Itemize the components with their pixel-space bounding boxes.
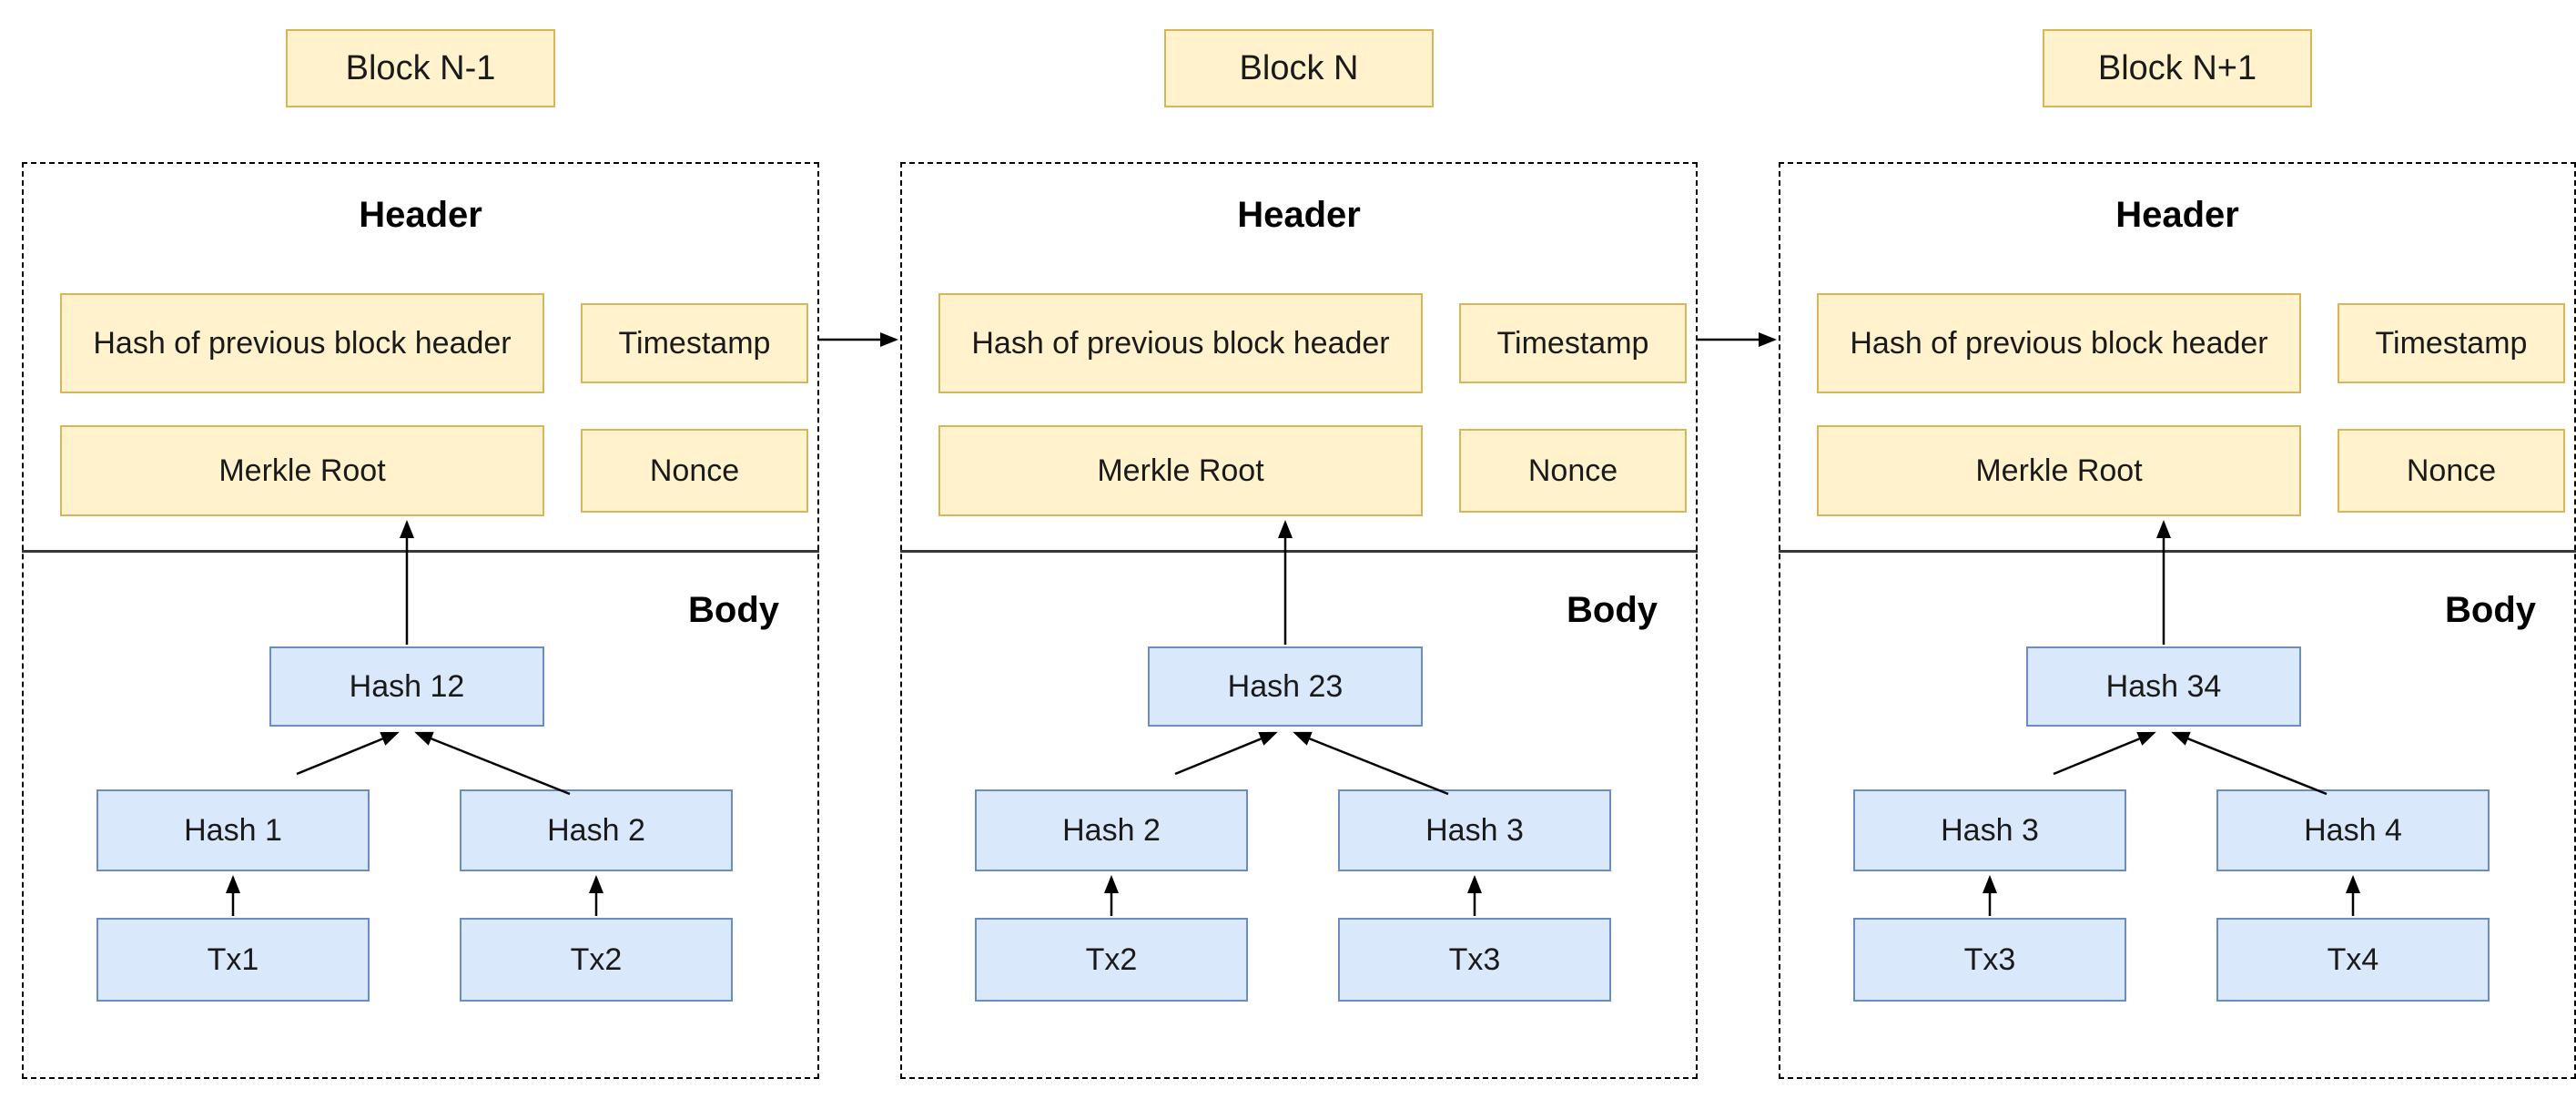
tx-left-box: Tx3	[1853, 918, 2126, 1002]
merkle-left-hash-box: Hash 1	[96, 789, 370, 871]
merkle-top-hash-box: Hash 12	[269, 646, 544, 727]
prev-hash-link-arrow-1	[819, 332, 898, 347]
timestamp-box: Timestamp	[2338, 303, 2565, 383]
block-n: Block N Header Hash of previous block he…	[900, 0, 1698, 1099]
nonce-box: Nonce	[2338, 429, 2565, 513]
block-title: Block N-1	[345, 48, 496, 87]
left-hash-arrow	[1174, 731, 1278, 776]
tx-right-box: Tx4	[2216, 918, 2490, 1002]
prev-hash-link-arrow-2	[1698, 332, 1777, 347]
hash-prev-box: Hash of previous block header	[938, 293, 1423, 393]
block-n-plus-1: Block N+1 Header Hash of previous block …	[1779, 0, 2576, 1099]
header-section-label: Header	[1237, 195, 1361, 235]
hash-prev-box: Hash of previous block header	[1817, 293, 2301, 393]
merkle-root-box: Merkle Root	[60, 425, 544, 516]
merkle-root-box: Merkle Root	[1817, 425, 2301, 516]
header-body-divider	[1779, 550, 2576, 553]
tx-left-box: Tx1	[96, 918, 370, 1002]
right-hash-arrow	[2171, 731, 2328, 796]
block-title-box: Block N	[1164, 29, 1434, 107]
body-section-label: Body	[1567, 590, 1658, 630]
right-hash-arrow	[1293, 731, 1449, 796]
merkle-left-hash-box: Hash 2	[975, 789, 1248, 871]
timestamp-box: Timestamp	[581, 303, 808, 383]
block-title-box: Block N-1	[286, 29, 555, 107]
merkle-root-box: Merkle Root	[938, 425, 1423, 516]
tx-right-box: Tx3	[1338, 918, 1611, 1002]
left-hash-arrow	[2053, 731, 2156, 776]
block-n-minus-1: Block N-1 Header Hash of previous block …	[22, 0, 819, 1099]
header-body-divider	[900, 550, 1698, 553]
tx-right-box: Tx2	[460, 918, 733, 1002]
nonce-box: Nonce	[581, 429, 808, 513]
block-title: Block N	[1239, 48, 1359, 87]
nonce-box: Nonce	[1459, 429, 1687, 513]
header-section-label: Header	[2115, 195, 2239, 235]
body-section-label: Body	[2445, 590, 2536, 630]
body-section-label: Body	[688, 590, 779, 630]
header-section-label: Header	[359, 195, 482, 235]
hash-prev-box: Hash of previous block header	[60, 293, 544, 393]
merkle-right-hash-box: Hash 2	[460, 789, 733, 871]
right-hash-arrow	[414, 731, 571, 796]
block-container: Header Hash of previous block header Tim…	[22, 162, 819, 1079]
merkle-left-hash-box: Hash 3	[1853, 789, 2126, 871]
merkle-top-hash-box: Hash 23	[1148, 646, 1423, 727]
merkle-right-hash-box: Hash 3	[1338, 789, 1611, 871]
block-container: Header Hash of previous block header Tim…	[900, 162, 1698, 1079]
block-container: Header Hash of previous block header Tim…	[1779, 162, 2576, 1079]
merkle-top-hash-box: Hash 34	[2026, 646, 2301, 727]
tx-left-box: Tx2	[975, 918, 1248, 1002]
header-body-divider	[22, 550, 819, 553]
block-title: Block N+1	[2097, 48, 2257, 87]
timestamp-box: Timestamp	[1459, 303, 1687, 383]
block-title-box: Block N+1	[2043, 29, 2312, 107]
merkle-right-hash-box: Hash 4	[2216, 789, 2490, 871]
left-hash-arrow	[296, 731, 400, 776]
